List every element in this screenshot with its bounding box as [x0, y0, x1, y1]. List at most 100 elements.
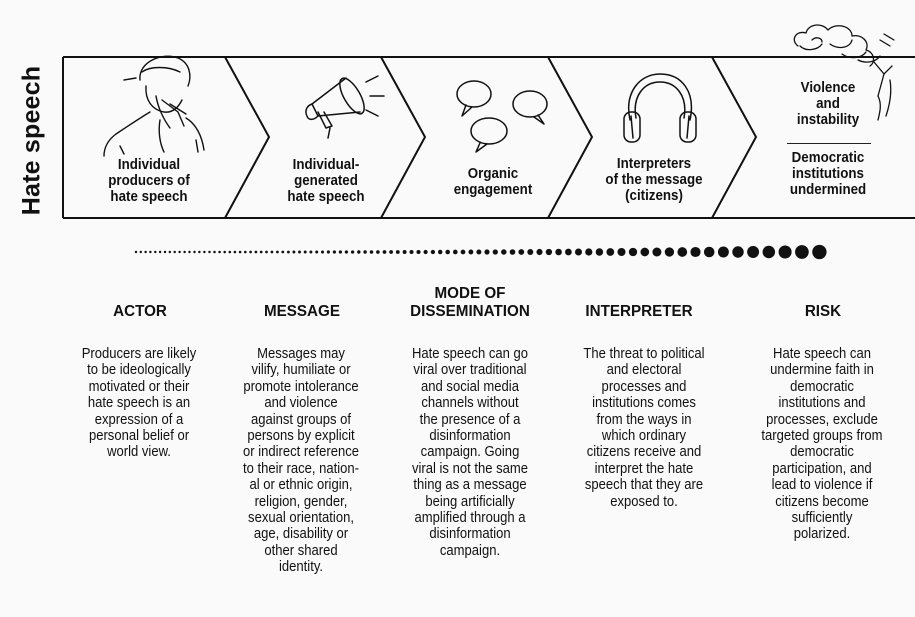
- column-body-line: campaign. Going: [420, 444, 520, 461]
- chevron-divider: [711, 56, 758, 219]
- column-body-line: persons by explicit: [247, 428, 355, 445]
- column-body-line: processes and: [601, 378, 687, 395]
- column-heading-interpreter: INTERPRETER: [568, 303, 711, 321]
- chevron-divider: [547, 56, 594, 219]
- progress-dot: [595, 248, 604, 256]
- progress-dot: [357, 250, 361, 254]
- progress-dot: [233, 250, 237, 254]
- progress-dot: [218, 250, 221, 254]
- progress-dot: [208, 250, 211, 254]
- progress-dot: [320, 250, 325, 254]
- column-body-line: thing as a message: [413, 477, 527, 494]
- progress-dot: [501, 249, 507, 255]
- progress-dot: [303, 250, 307, 254]
- column-body-dissemination: Hate speech can go viral over traditiona…: [393, 346, 548, 559]
- progress-dot: [762, 245, 776, 259]
- progress-dot: [259, 250, 263, 254]
- progress-dot: [363, 250, 367, 254]
- column-body-line: citizens become: [775, 493, 869, 510]
- column-body-line: and social media: [421, 378, 519, 395]
- chevron-divider: [380, 56, 427, 219]
- progress-dot: [389, 250, 393, 254]
- column-body-line: exposed to.: [610, 493, 678, 510]
- risk-divider: [787, 143, 871, 144]
- column-body-line: democratic: [790, 378, 854, 395]
- progress-dot: [139, 250, 142, 254]
- column-body-line: speech that they are: [584, 477, 704, 494]
- progress-dot: [640, 247, 650, 257]
- progress-dot: [677, 247, 688, 257]
- column-body-line: to be ideologically: [87, 362, 191, 379]
- column-body-line: being artificially: [425, 493, 515, 510]
- progress-dot: [369, 250, 374, 254]
- progress-dot: [492, 249, 498, 255]
- column-body-line: motivated or their: [88, 378, 190, 395]
- stage-label-line: hate speech: [110, 189, 188, 205]
- column-body-line: and electoral: [606, 362, 682, 379]
- progress-dot: [228, 250, 232, 254]
- column-body-line: promote intolerance: [243, 378, 359, 395]
- column-body-line: from the ways in: [596, 411, 692, 428]
- stage-label-line: and: [816, 96, 840, 112]
- progress-dot: [690, 246, 701, 258]
- column-body-line: The threat to political: [583, 346, 705, 362]
- progress-dot: [747, 246, 760, 258]
- column-body-interpreter: The threat to political and electoral pr…: [567, 346, 722, 510]
- progress-dot: [149, 250, 152, 254]
- column-body-line: to their race, nation-: [242, 460, 360, 477]
- column-body-actor: Producers are likely to be ideologically…: [64, 346, 213, 461]
- progress-dot: [402, 250, 407, 254]
- column-body-line: the presence of a: [419, 411, 521, 428]
- progress-dot: [536, 248, 543, 256]
- progress-dot: [652, 247, 662, 257]
- column-body-line: vilify, humiliate or: [251, 362, 351, 379]
- column-body-line: Producers are likely: [81, 346, 197, 362]
- speech-bubbles-icon: [456, 80, 548, 153]
- column-heading-actor: ACTOR: [74, 303, 207, 321]
- progress-dot: [484, 249, 490, 255]
- column-body-line: al or ethnic origin,: [249, 477, 353, 494]
- headphones-icon: [623, 73, 697, 143]
- progress-dot: [409, 249, 414, 255]
- column-body-line: sexual orientation,: [248, 510, 354, 527]
- progress-dot: [298, 250, 301, 254]
- progress-dot: [332, 250, 336, 254]
- progress-dot: [223, 250, 226, 254]
- column-body-line: other shared: [264, 542, 338, 559]
- column-heading-line: DISSEMINATION: [410, 303, 530, 320]
- progress-dot: [173, 250, 176, 254]
- stage-label-line: (citizens): [625, 188, 683, 204]
- stage-label-line: generated: [294, 173, 358, 189]
- column-body-line: expression of a: [94, 411, 184, 428]
- stage-label-interpreters: Interpreters of the message (citizens): [595, 156, 713, 204]
- progress-dot: [254, 250, 258, 254]
- progress-dot: [134, 250, 138, 254]
- progress-dot: [276, 250, 279, 254]
- column-body-line: lead to violence if: [771, 477, 873, 494]
- stage-label-line: Individual-: [292, 157, 360, 173]
- progress-dot: [812, 244, 827, 260]
- progress-dot: [183, 250, 186, 254]
- stage-label-line: of the message: [605, 172, 703, 188]
- column-body-line: processes, exclude: [766, 411, 878, 428]
- column-body-line: hate speech is an: [87, 395, 191, 412]
- column-body-line: Hate speech can go: [411, 346, 529, 362]
- column-body-line: undermine faith in: [770, 362, 874, 379]
- stage-label-line: Interpreters: [616, 156, 692, 172]
- progress-dot: [292, 250, 296, 254]
- stage-label-line: undermined: [789, 182, 867, 198]
- progress-dot: [423, 249, 428, 255]
- column-body-line: against groups of: [250, 411, 352, 428]
- stage-label-line: Democratic: [791, 150, 865, 166]
- progress-dot: [188, 250, 191, 254]
- progress-dot: [509, 249, 516, 255]
- progress-dot: [198, 250, 201, 254]
- column-heading-message: MESSAGE: [226, 303, 378, 321]
- column-heading-line: MESSAGE: [263, 303, 340, 320]
- progress-dot: [249, 250, 252, 254]
- progress-dot: [617, 247, 626, 257]
- column-body-line: viral is not the same: [411, 460, 529, 477]
- progress-dot: [430, 249, 436, 255]
- column-body-risk: Hate speech can undermine faith in democ…: [743, 346, 901, 543]
